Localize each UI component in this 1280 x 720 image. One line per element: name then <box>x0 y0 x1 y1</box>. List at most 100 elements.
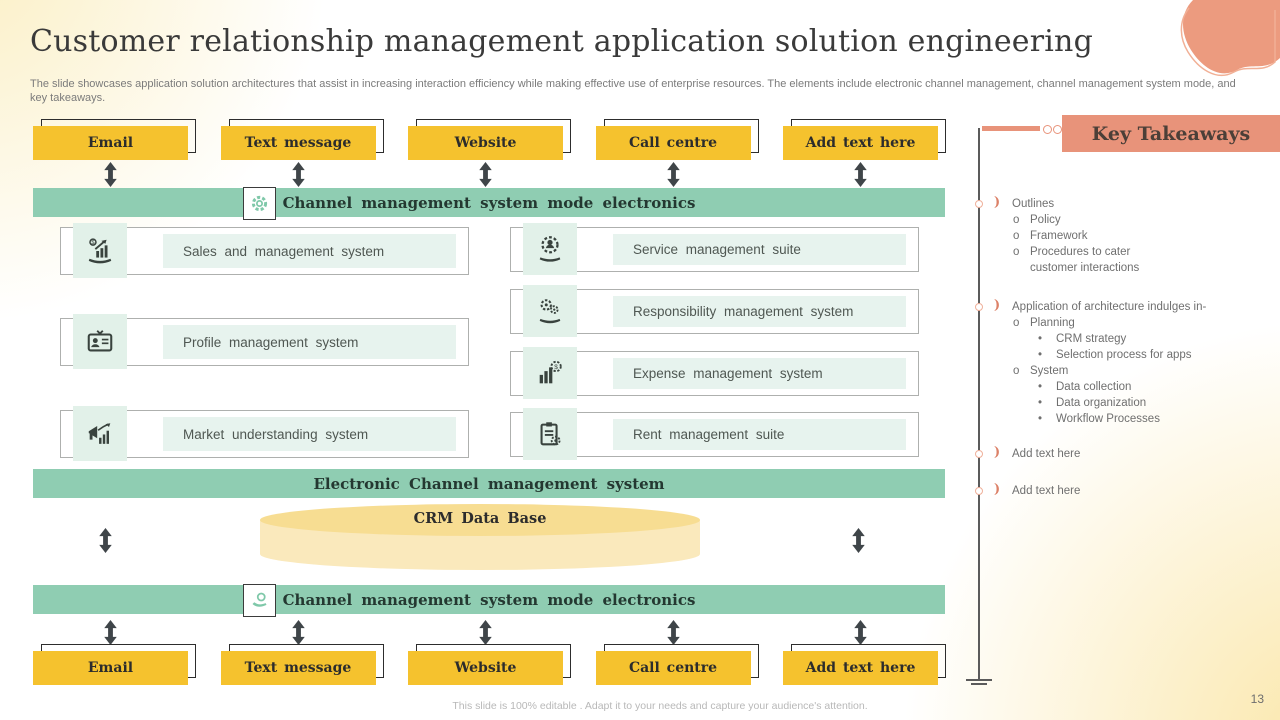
channel-row-top: Email Text message Website Call centre A… <box>33 119 946 160</box>
takeaway-text: Application of architecture indulges in- <box>1012 301 1207 313</box>
hand-coin-icon <box>252 592 267 607</box>
takeaway-subitem: Policy <box>988 212 1268 228</box>
channel-button-add-text[interactable]: Add text here <box>783 126 938 160</box>
band-icon-box <box>243 584 276 617</box>
takeaway-text: Add text here <box>1012 448 1081 460</box>
system-label: Sales and management system <box>163 234 456 268</box>
channel-cell: Text message <box>220 119 384 160</box>
system-card-service: Service management suite <box>510 223 919 275</box>
channel-button-email[interactable]: Email <box>33 126 188 160</box>
channel-button-website[interactable]: Website <box>408 126 563 160</box>
timeline-ground-mark <box>971 683 987 685</box>
rent-clipboard-icon <box>540 422 561 446</box>
takeaway-item: Application of architecture indulges in- <box>974 298 1268 315</box>
channel-cell: Email <box>33 644 196 685</box>
band-icon-box <box>243 187 276 220</box>
bullet-icon <box>994 445 1000 461</box>
system-card-profile: Profile management system <box>60 314 469 369</box>
double-arrow-icon <box>666 620 680 645</box>
double-arrow-icon <box>104 620 117 645</box>
takeaways-timeline <box>978 128 980 680</box>
double-arrow-icon <box>666 162 680 187</box>
channel-button-call-centre[interactable]: Call centre <box>595 126 751 160</box>
double-arrow-icon <box>291 620 305 645</box>
system-icon-box <box>73 406 127 461</box>
channel-cell: Call centre <box>595 644 759 685</box>
channel-cell: Text message <box>220 644 384 685</box>
takeaway-text: Outlines <box>1012 198 1055 210</box>
bullet-icon <box>994 482 1000 498</box>
timeline-node <box>974 450 983 458</box>
bullet-icon <box>994 298 1000 314</box>
channel-button-website[interactable]: Website <box>408 651 563 685</box>
band-label: Channel management system mode electroni… <box>282 590 696 609</box>
channel-button-call-centre[interactable]: Call centre <box>595 651 751 685</box>
channel-button-text-message[interactable]: Text message <box>220 651 376 685</box>
system-label: Responsibility management system <box>613 296 906 327</box>
system-icon-box: $ <box>523 347 577 399</box>
double-arrow-icon <box>479 620 492 645</box>
takeaway-item: Add text here <box>974 445 1268 462</box>
system-icon-box <box>523 408 577 460</box>
customer-service-icon <box>539 236 561 262</box>
page-title: Customer relationship management applica… <box>30 24 1093 59</box>
svg-text:$: $ <box>91 240 95 246</box>
double-arrow-icon <box>479 162 492 187</box>
takeaway-subsubitem: Data organization <box>988 395 1268 411</box>
takeaway-text: Add text here <box>1012 485 1081 497</box>
system-card-expense: $ Expense management system <box>510 347 919 399</box>
channel-button-add-text[interactable]: Add text here <box>783 651 938 685</box>
responsibility-icon <box>539 299 561 324</box>
channel-row-bottom: Email Text message Website Call centre A… <box>33 644 946 685</box>
system-label: Profile management system <box>163 325 456 359</box>
sales-growth-icon: $ <box>88 237 112 263</box>
channel-cell: Call centre <box>595 119 759 160</box>
band-electronic-channel: Electronic Channel management system <box>33 469 945 498</box>
channel-button-text-message[interactable]: Text message <box>220 126 376 160</box>
system-card-market: Market understanding system <box>60 406 469 461</box>
arrow-row-top <box>33 162 938 187</box>
system-icon-box: $ <box>73 223 127 278</box>
page-number: 13 <box>1250 692 1264 706</box>
takeaway-item: Outlines <box>974 195 1268 212</box>
band-label: Electronic Channel management system <box>313 474 665 493</box>
takeaways-connector-line <box>982 126 1040 131</box>
system-icon-box <box>73 314 127 369</box>
timeline-node <box>974 487 983 495</box>
system-icon-box <box>523 285 577 337</box>
expense-icon: $ <box>539 360 562 384</box>
system-label: Market understanding system <box>163 417 456 451</box>
channel-button-email[interactable]: Email <box>33 651 188 685</box>
system-icon-box <box>523 223 577 275</box>
id-card-icon <box>87 329 113 351</box>
system-label: Rent management suite <box>613 419 906 450</box>
system-card-responsibility: Responsibility management system <box>510 285 919 337</box>
market-analysis-icon <box>88 422 111 444</box>
key-takeaways-list: Outlines Policy Framework Procedures to … <box>974 195 1268 499</box>
connector-ring <box>1043 125 1052 134</box>
system-card-sales: $ Sales and management system <box>60 223 469 278</box>
double-arrow-icon <box>854 620 867 645</box>
system-label: Service management suite <box>613 234 906 265</box>
takeaway-subitem: Procedures to cater customer interaction… <box>988 244 1172 276</box>
bullet-icon <box>994 195 1000 211</box>
takeaway-subitem: System <box>988 363 1268 379</box>
band-channel-management-top: Channel management system mode electroni… <box>33 187 945 220</box>
database-label: CRM Data Base <box>413 510 547 527</box>
slide-subtitle: The slide showcases application solution… <box>30 78 1236 104</box>
channel-cell: Add text here <box>783 644 946 685</box>
takeaway-subitem: Framework <box>988 228 1268 244</box>
channel-cell: Add text here <box>783 119 946 160</box>
database-cylinder <box>260 504 700 570</box>
channel-cell: Website <box>408 644 571 685</box>
takeaway-subsubitem: Selection process for apps <box>988 347 1268 363</box>
takeaway-subsubitem: CRM strategy <box>988 331 1268 347</box>
arrow-row-bottom <box>33 620 938 645</box>
system-label: Expense management system <box>613 358 906 389</box>
timeline-ground-mark <box>966 679 992 681</box>
gear-icon <box>251 195 268 212</box>
double-arrow-icon <box>852 528 865 553</box>
connector-ring <box>1053 125 1062 134</box>
corner-blob-shape <box>1180 0 1280 77</box>
